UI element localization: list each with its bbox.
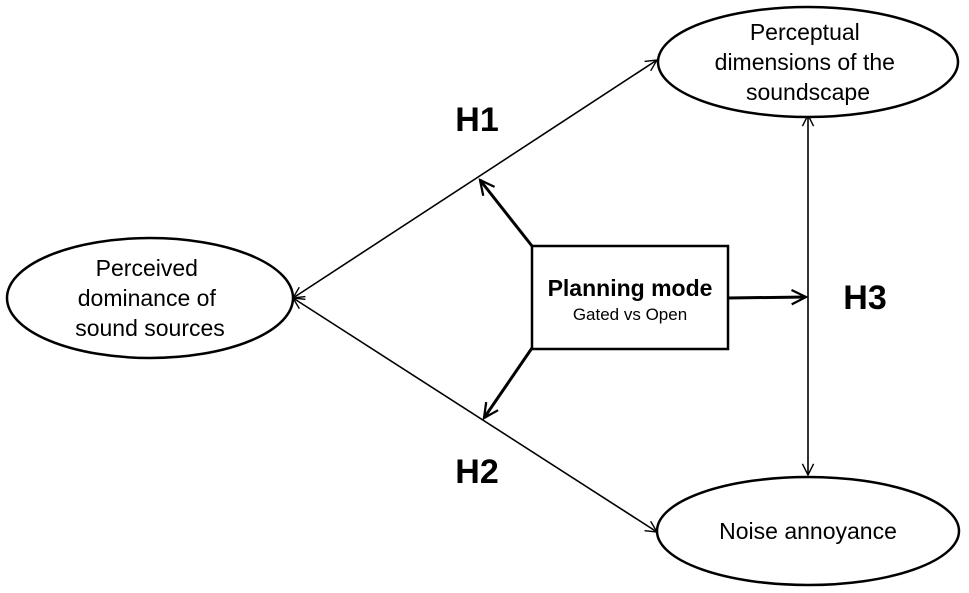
planning-to-h2-arrow (484, 347, 534, 418)
dominance-label-line-2: dominance of (78, 285, 217, 311)
h2-label: H2 (455, 453, 498, 491)
soundscape-label-line-3: soundscape (746, 79, 870, 105)
h2-link (293, 298, 657, 532)
planning-to-h1-arrow (480, 180, 534, 247)
planning-mode-subtitle: Gated vs Open (573, 305, 687, 324)
planning-to-h3-arrow (727, 297, 806, 298)
annoyance-label: Noise annoyance (719, 518, 897, 544)
dominance-label-line-1: Perceived (96, 255, 198, 281)
annoyance-node: Noise annoyance (655, 475, 961, 587)
dominance-node: Perceived dominance of sound sources (5, 236, 295, 360)
h1-label: H1 (455, 101, 498, 139)
svg-text:Perceptual dimensions of: Perceptual dimensions of the soundscape (715, 19, 902, 105)
h3-label: H3 (843, 279, 886, 317)
dominance-label-line-3: sound sources (75, 315, 225, 341)
svg-text:Perceived dominance of: Perceived dominance of sound sources (75, 255, 225, 341)
soundscape-label-line-1: Perceptual (750, 19, 860, 45)
soundscape-label-line-2: dimensions of the (715, 49, 895, 75)
planning-mode-node: Planning mode Gated vs Open (530, 244, 730, 351)
h1-link (293, 60, 657, 298)
planning-mode-title: Planning mode (548, 275, 713, 301)
svg-text:Noise annoyance: Noise annoyance (719, 518, 897, 544)
soundscape-node: Perceptual dimensions of the soundscape (656, 5, 960, 119)
